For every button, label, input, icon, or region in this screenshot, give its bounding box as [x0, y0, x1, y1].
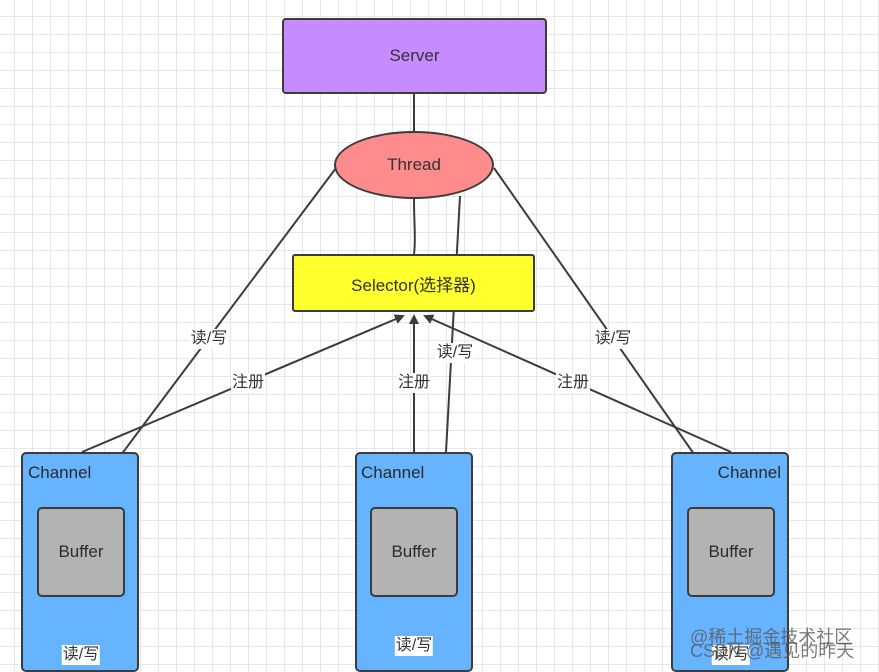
edge-thread-selector: [413, 198, 416, 255]
server-label: Server: [389, 46, 440, 65]
buffer-left: Buffer: [37, 507, 125, 597]
edge-label-register-left: 注册: [230, 373, 266, 393]
channel-middle-title: Channel: [361, 463, 425, 482]
edge-label-read-write-buffer-middle: 读/写: [394, 636, 434, 656]
buffer-middle-label: Buffer: [391, 542, 437, 561]
buffer-right: Buffer: [687, 507, 775, 597]
edge-label-register-middle: 注册: [396, 373, 432, 393]
selector-node: Selector(选择器): [292, 254, 535, 312]
edge-label-read-write-buffer-right: 读/写: [711, 645, 751, 665]
channel-left-title: Channel: [28, 463, 92, 482]
buffer-right-label: Buffer: [708, 542, 754, 561]
edge-label-register-right: 注册: [555, 373, 591, 393]
thread-node: Thread: [334, 131, 494, 199]
buffer-left-label: Buffer: [58, 542, 104, 561]
server-node: Server: [282, 18, 547, 94]
edge-label-read-write-left: 读/写: [189, 329, 229, 349]
watermark-line2: CSDN @遇见的昨天: [690, 641, 855, 661]
watermark-line1: @稀土掘金技术社区: [690, 627, 853, 647]
edge-label-read-write-buffer-left: 读/写: [61, 645, 101, 665]
edge-label-read-write-right: 读/写: [593, 329, 633, 349]
edge-label-read-write-middle: 读/写: [435, 343, 475, 363]
selector-label: Selector(选择器): [351, 275, 476, 295]
channel-right-title: Channel: [717, 463, 781, 482]
buffer-middle: Buffer: [370, 507, 458, 597]
thread-label: Thread: [387, 155, 441, 174]
